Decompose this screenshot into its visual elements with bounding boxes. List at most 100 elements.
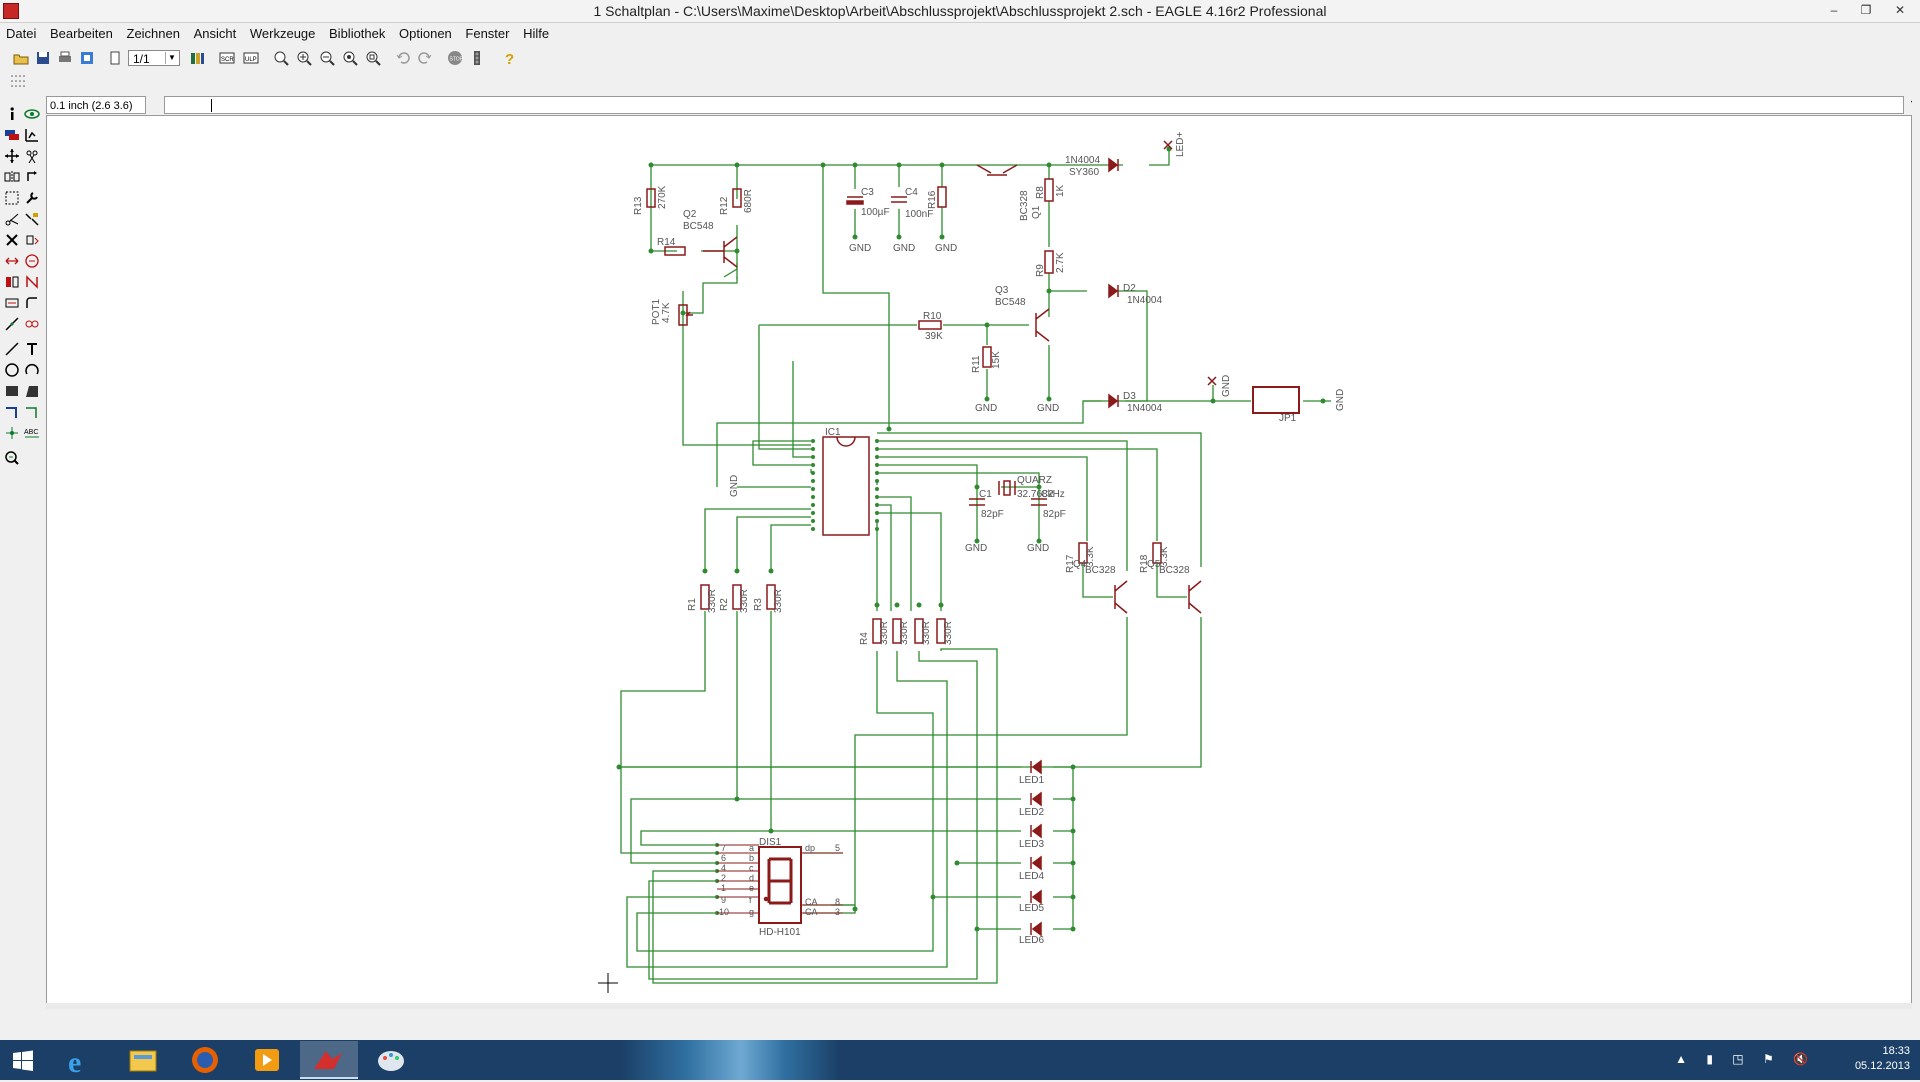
close-button[interactable]: ✕ xyxy=(1894,3,1906,17)
schematic-canvas[interactable]: R13 270K R12 680R Q2 BC548 R14 POT1 4.7K… xyxy=(46,115,1912,1009)
add-icon[interactable] xyxy=(24,232,40,248)
svg-text:a: a xyxy=(749,843,754,853)
redo-icon[interactable] xyxy=(416,49,434,67)
save-disk-icon[interactable] xyxy=(34,49,52,67)
label-icon[interactable]: ABC xyxy=(24,425,40,441)
erc-icon[interactable] xyxy=(4,450,20,466)
svg-text:CA: CA xyxy=(805,897,818,907)
firefox-icon xyxy=(192,1047,218,1073)
menu-fenster[interactable]: Fenster xyxy=(465,26,510,41)
svg-text:1N4004: 1N4004 xyxy=(1127,403,1162,414)
taskbar-file-explorer[interactable] xyxy=(114,1041,172,1079)
mirror-icon[interactable] xyxy=(4,169,20,185)
jumper-jp1 xyxy=(1252,386,1300,414)
menu-bibliothek[interactable]: Bibliothek xyxy=(329,26,386,41)
text-icon[interactable] xyxy=(24,341,40,357)
minimize-button[interactable]: – xyxy=(1830,3,1838,17)
undo-icon[interactable] xyxy=(394,49,412,67)
replace-icon[interactable] xyxy=(4,274,20,290)
group-icon[interactable] xyxy=(4,190,20,206)
svg-text:R14: R14 xyxy=(657,237,676,248)
system-tray-icons[interactable]: ▲ ▮ ◳ ⚑ 🔇 xyxy=(1675,1052,1816,1066)
vertical-scrollbar[interactable] xyxy=(1912,96,1920,1009)
polygon-icon[interactable] xyxy=(24,383,40,399)
value-icon[interactable] xyxy=(4,295,20,311)
taskbar-eagle[interactable] xyxy=(300,1041,358,1079)
zoom-redraw-icon[interactable] xyxy=(341,49,359,67)
arc-icon[interactable] xyxy=(24,362,40,378)
windows-start-icon[interactable] xyxy=(12,1050,34,1072)
cut-icon[interactable] xyxy=(4,211,20,227)
split-icon[interactable] xyxy=(4,316,20,332)
pinswap-icon[interactable] xyxy=(4,253,20,269)
taskbar-firefox[interactable] xyxy=(176,1041,234,1079)
paste-icon[interactable] xyxy=(24,211,40,227)
zoom-out-icon[interactable] xyxy=(318,49,336,67)
svg-text:1N4004: 1N4004 xyxy=(1127,295,1162,306)
gateswap-icon[interactable] xyxy=(24,253,40,269)
taskbar-paint[interactable] xyxy=(362,1041,420,1079)
zoom-in-icon[interactable] xyxy=(295,49,313,67)
svg-text:1K: 1K xyxy=(1055,184,1066,197)
command-line-input[interactable] xyxy=(164,96,1904,114)
sheet-icon[interactable] xyxy=(106,49,124,67)
grid-icon[interactable] xyxy=(10,74,26,88)
zoom-select-icon[interactable] xyxy=(364,49,382,67)
zoom-fit-icon[interactable] xyxy=(272,49,290,67)
ulp-icon[interactable]: ULP xyxy=(242,49,260,67)
menu-ansicht[interactable]: Ansicht xyxy=(193,26,237,41)
menu-datei[interactable]: Datei xyxy=(6,26,37,41)
open-folder-icon[interactable] xyxy=(12,49,30,67)
bus-icon[interactable] xyxy=(4,404,20,420)
use-library-icon[interactable] xyxy=(188,49,206,67)
help-icon[interactable]: ? xyxy=(500,49,518,67)
circle-icon[interactable] xyxy=(4,362,20,378)
change-wrench-icon[interactable] xyxy=(24,190,40,206)
svg-text:D2: D2 xyxy=(1123,283,1136,294)
delete-icon[interactable] xyxy=(4,232,20,248)
sheet-select[interactable]: 1/1▼ xyxy=(128,50,180,66)
svg-text:6: 6 xyxy=(721,853,726,863)
invoke-icon[interactable] xyxy=(24,316,40,332)
show-eye-icon[interactable] xyxy=(24,106,40,122)
stop-icon[interactable]: STOP xyxy=(446,49,464,67)
menu-optionen[interactable]: Optionen xyxy=(399,26,452,41)
svg-text:Q2: Q2 xyxy=(683,209,697,220)
taskbar-internet-explorer[interactable]: e xyxy=(52,1041,110,1079)
smash-icon[interactable] xyxy=(24,295,40,311)
menu-zeichnen[interactable]: Zeichnen xyxy=(126,26,180,41)
rotate-icon[interactable] xyxy=(24,169,40,185)
copy-icon[interactable] xyxy=(24,148,40,164)
net-icon[interactable] xyxy=(24,404,40,420)
menu-hilfe[interactable]: Hilfe xyxy=(523,26,550,41)
cam-processor-icon[interactable] xyxy=(78,49,96,67)
svg-text:C3: C3 xyxy=(861,187,874,198)
resistor-r18 xyxy=(1152,542,1162,564)
info-icon[interactable] xyxy=(4,106,20,122)
svg-text:f: f xyxy=(749,895,752,905)
wire-icon[interactable] xyxy=(4,341,20,357)
script-icon[interactable]: SCR xyxy=(218,49,236,67)
go-icon[interactable] xyxy=(468,49,486,67)
eagle-app-icon[interactable] xyxy=(3,3,19,19)
restore-button[interactable]: ❐ xyxy=(1860,3,1872,17)
system-clock[interactable]: 18:33 05.12.2013 xyxy=(1855,1044,1910,1074)
folder-icon xyxy=(129,1050,157,1072)
taskbar-media-player[interactable] xyxy=(238,1041,296,1079)
svg-text:BC328: BC328 xyxy=(1159,565,1190,576)
junction-icon[interactable] xyxy=(4,425,20,441)
capacitor-c1 xyxy=(969,498,985,506)
diode-d3 xyxy=(1108,393,1119,409)
taskbar-wallpaper-glow xyxy=(620,1040,840,1080)
menu-bearbeiten[interactable]: Bearbeiten xyxy=(49,26,113,41)
horizontal-scrollbar[interactable] xyxy=(46,1003,1912,1009)
rectangle-icon[interactable] xyxy=(4,383,20,399)
menu-werkzeuge[interactable]: Werkzeuge xyxy=(249,26,316,41)
move-icon[interactable] xyxy=(4,148,20,164)
name-icon[interactable] xyxy=(24,274,40,290)
diode-d2 xyxy=(1108,283,1119,299)
mark-icon[interactable] xyxy=(24,127,40,143)
svg-text:g: g xyxy=(749,907,754,917)
print-icon[interactable] xyxy=(56,49,74,67)
display-layers-icon[interactable] xyxy=(4,127,20,143)
